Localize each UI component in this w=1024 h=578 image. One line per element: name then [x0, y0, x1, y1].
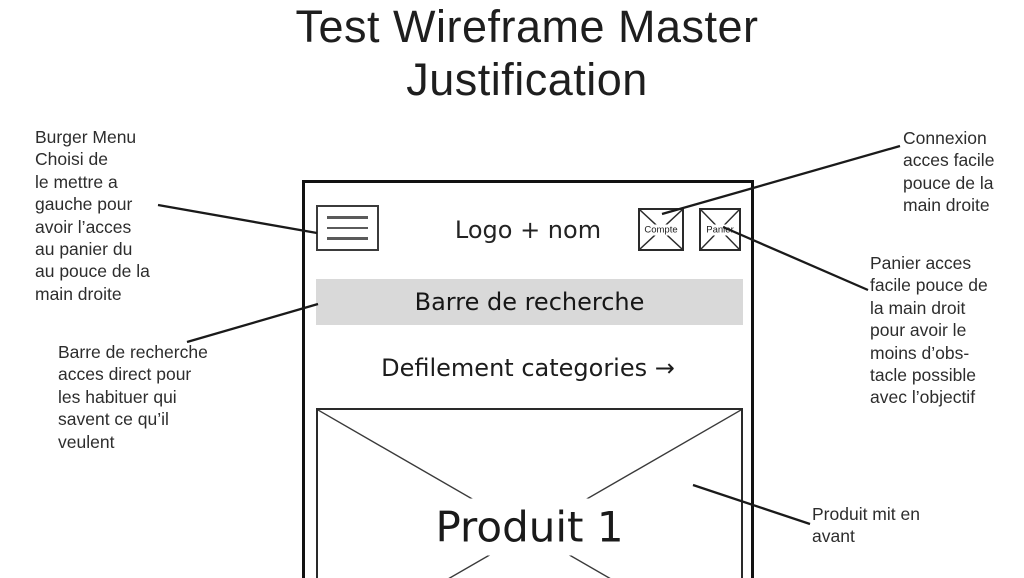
- cart-box-label: Panier: [705, 224, 735, 235]
- connector-search-bar: [186, 302, 319, 344]
- page-title-line2: Justification: [406, 54, 648, 105]
- connector-burger-menu: [157, 203, 318, 235]
- search-bar-placeholder: Barre de recherche: [316, 279, 743, 325]
- annotation-search-bar: Barre de recherche acces direct pour les…: [58, 342, 208, 452]
- annotation-connexion: Connexion acces facile pouce de la main …: [903, 128, 995, 216]
- featured-product-placeholder: Produit 1: [316, 408, 743, 578]
- cart-placeholder-box: Panier: [699, 208, 741, 251]
- annotation-burger-menu: Burger Menu Choisi de le mettre a gauche…: [35, 127, 150, 304]
- account-placeholder-box: Compte: [638, 208, 684, 251]
- annotation-featured-product: Produit mit en avant: [812, 504, 920, 547]
- page-title: Test Wireframe Master Justification: [0, 0, 1024, 106]
- annotation-panier: Panier acces facile pouce de la main dro…: [870, 253, 988, 408]
- categories-scroll-label: Defilement categories →: [381, 354, 675, 382]
- logo-placeholder-label: Logo + nom: [454, 216, 602, 244]
- burger-line: [327, 237, 368, 240]
- account-box-label: Compte: [643, 224, 679, 235]
- phone-wireframe-frame: Logo + nom Compte Panier Barre de recher…: [302, 180, 754, 578]
- burger-line: [327, 226, 368, 230]
- featured-product-label: Produit 1: [415, 498, 644, 556]
- burger-line: [327, 216, 368, 219]
- page-title-line1: Test Wireframe Master: [295, 1, 759, 52]
